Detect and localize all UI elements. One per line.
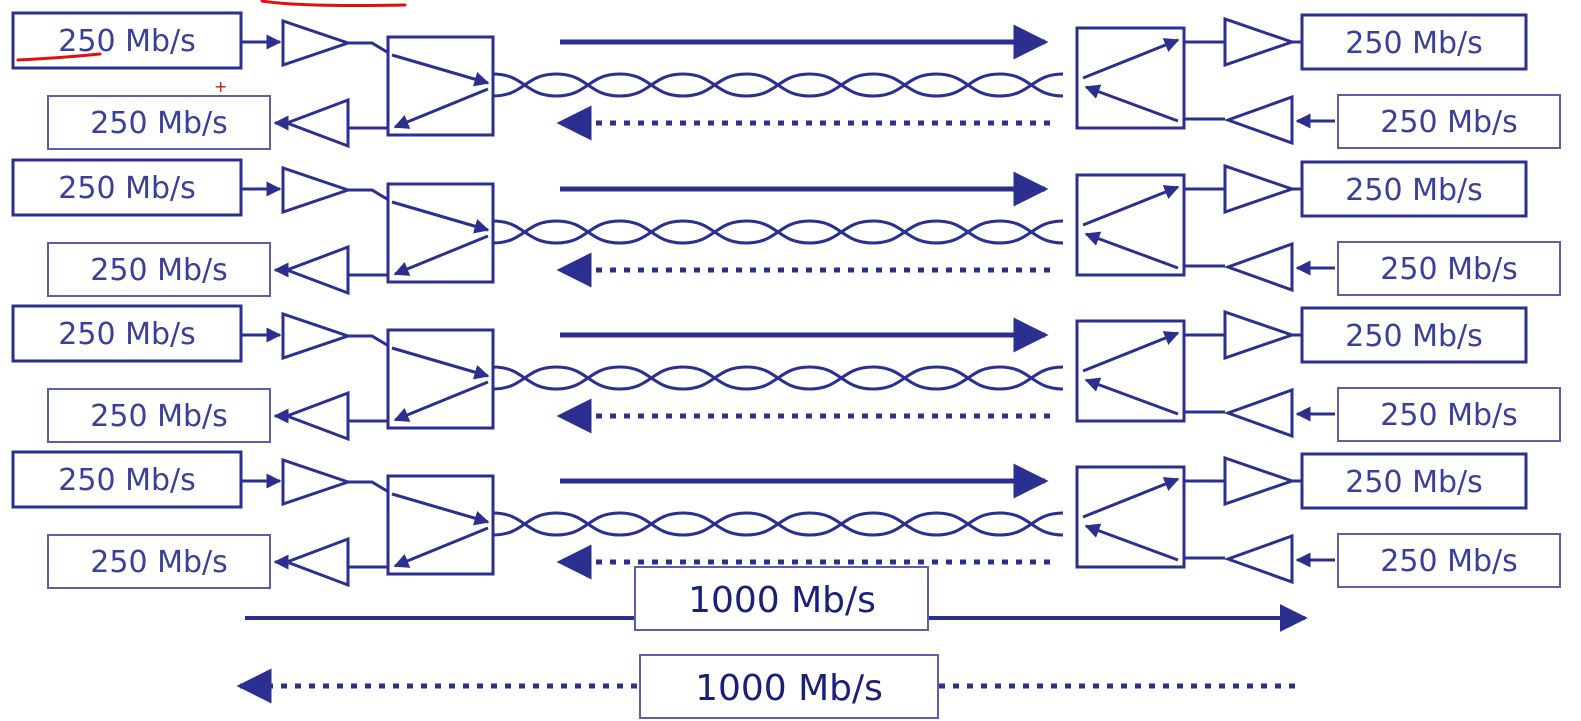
twisted-pair-wire-b [492, 219, 1064, 245]
red-plus-mark: + [214, 77, 227, 96]
right-tx-amplifier [1223, 16, 1297, 68]
right-tx-amplifier [1223, 455, 1297, 507]
right-rx-box [1337, 533, 1561, 588]
right-tx-box [1300, 306, 1528, 364]
left-tx-amplifier [281, 311, 353, 361]
twisted-pair-wire-b [492, 365, 1064, 391]
left-hybrid-out-arrow [391, 492, 490, 526]
left-tx-label: 250 Mb/s [58, 24, 195, 59]
right-rx-label: 250 Mb/s [1380, 398, 1517, 433]
right-hybrid-out-arrow [1082, 185, 1180, 227]
right-rx-label: 250 Mb/s [1380, 105, 1517, 140]
left-rx-box [47, 242, 271, 297]
left-rx-amplifier [282, 244, 350, 296]
right-hybrid-out-arrow [1082, 331, 1180, 373]
right-tx-label: 250 Mb/s [1345, 465, 1482, 500]
twisted-pair-wire-b [492, 72, 1064, 98]
right-tx-box [1300, 160, 1528, 218]
lane-2: 250 Mb/s 250 Mb/s 250 Mb/s 250 Mb/s [11, 158, 1561, 297]
right-rx-box [1337, 387, 1561, 442]
red-top-stroke-mark [260, 0, 407, 7]
forward-total-label: 1000 Mb/s [688, 580, 876, 621]
twisted-pair-wire-b [492, 511, 1064, 537]
left-tx-wire [348, 480, 393, 496]
aggregate-reverse: 1000 Mb/s [236, 654, 1295, 719]
forward-total-box [634, 566, 929, 631]
right-tx-label: 250 Mb/s [1345, 173, 1482, 208]
left-rx-box [47, 534, 271, 589]
right-rx-box [1337, 241, 1561, 296]
left-rx-label: 250 Mb/s [90, 545, 227, 580]
left-hybrid-in-arrow [393, 87, 489, 129]
left-hybrid-in-arrow [393, 526, 489, 568]
right-hybrid-out-arrow [1082, 38, 1180, 80]
right-tx-label: 250 Mb/s [1345, 319, 1482, 354]
left-rx-amplifier [282, 390, 350, 442]
left-hybrid-in-arrow [393, 234, 489, 276]
left-tx-wire [348, 41, 393, 57]
right-hybrid-out-arrow [1082, 477, 1180, 519]
left-hybrid-out-arrow [391, 200, 490, 234]
aggregate-forward: 1000 Mb/s [245, 566, 1308, 632]
left-rx-label: 250 Mb/s [90, 253, 227, 288]
right-tx-amplifier [1223, 309, 1297, 361]
left-rx-amplifier [282, 536, 350, 588]
left-rx-label: 250 Mb/s [90, 106, 227, 141]
left-tx-label: 250 Mb/s [58, 171, 195, 206]
right-tx-label: 250 Mb/s [1345, 26, 1482, 61]
left-hybrid-box [386, 474, 495, 576]
reverse-total-box [639, 654, 939, 719]
red-underline-mark [16, 52, 102, 62]
left-hybrid-out-arrow [391, 53, 490, 87]
left-rx-label: 250 Mb/s [90, 399, 227, 434]
left-tx-wire [348, 334, 393, 350]
right-rx-label: 250 Mb/s [1380, 252, 1517, 287]
left-tx-label: 250 Mb/s [58, 463, 195, 498]
left-tx-amplifier [281, 457, 353, 507]
left-tx-wire [348, 188, 393, 204]
left-rx-box [47, 95, 271, 150]
right-hybrid-in-arrow [1084, 84, 1179, 123]
left-hybrid-in-arrow [393, 380, 489, 422]
right-rx-amplifier [1223, 241, 1294, 293]
right-tx-box [1300, 13, 1528, 71]
right-rx-amplifier [1223, 533, 1294, 585]
right-tx-box [1300, 452, 1528, 510]
left-rx-amplifier [282, 97, 350, 149]
right-hybrid-in-arrow [1084, 377, 1179, 416]
right-hybrid-in-arrow [1084, 523, 1179, 562]
reverse-total-label: 1000 Mb/s [695, 668, 883, 709]
lane-1: 250 Mb/s 250 Mb/s 250 Mb/s 250 Mb/s [11, 11, 1561, 150]
left-hybrid-box [386, 35, 495, 137]
right-rx-box [1337, 94, 1561, 149]
left-rx-box [47, 388, 271, 443]
red-annotation-marks: + [16, 0, 407, 96]
right-rx-label: 250 Mb/s [1380, 544, 1517, 579]
left-hybrid-box [386, 182, 495, 284]
right-rx-amplifier [1223, 387, 1294, 439]
lane-4: 250 Mb/s 250 Mb/s 250 Mb/s 250 Mb/s [11, 450, 1561, 589]
lane-3: 250 Mb/s 250 Mb/s 250 Mb/s 250 Mb/s [11, 304, 1561, 443]
right-hybrid-in-arrow [1084, 231, 1179, 270]
right-tx-amplifier [1223, 163, 1297, 215]
left-hybrid-box [386, 328, 495, 430]
left-tx-amplifier [281, 18, 353, 68]
left-tx-amplifier [281, 165, 353, 215]
left-hybrid-out-arrow [391, 346, 490, 380]
left-tx-box [11, 304, 243, 363]
left-tx-box [11, 158, 243, 217]
left-tx-label: 250 Mb/s [58, 317, 195, 352]
right-rx-amplifier [1223, 94, 1294, 146]
